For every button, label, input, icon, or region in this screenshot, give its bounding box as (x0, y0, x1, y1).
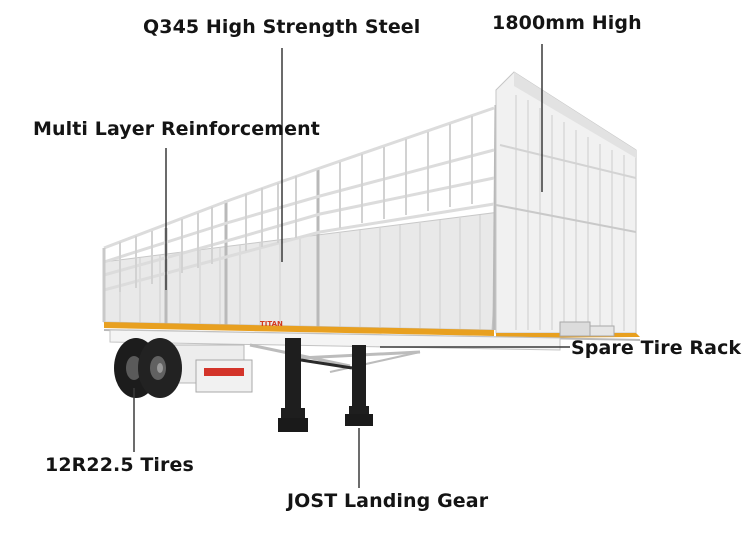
trailer-rear-panel (495, 71, 637, 334)
callout-leader-lines (133, 44, 570, 488)
trailer-side-panel (102, 104, 501, 331)
callout-spare-tire-rack: Spare Tire Rack (571, 337, 742, 359)
callout-tires: 12R22.5 Tires (45, 454, 194, 476)
railing-uprights (119, 116, 473, 292)
callout-reinforcement: Multi Layer Reinforcement (33, 118, 320, 140)
trailer-logo: TITAN (260, 320, 283, 328)
trailer-chassis (109, 321, 615, 393)
trailer-wheels (114, 338, 182, 398)
callout-steel: Q345 High Strength Steel (143, 16, 421, 38)
callout-height: 1800mm High (492, 12, 642, 34)
landing-gear (278, 338, 373, 432)
callout-landing-gear: JOST Landing Gear (287, 490, 489, 512)
